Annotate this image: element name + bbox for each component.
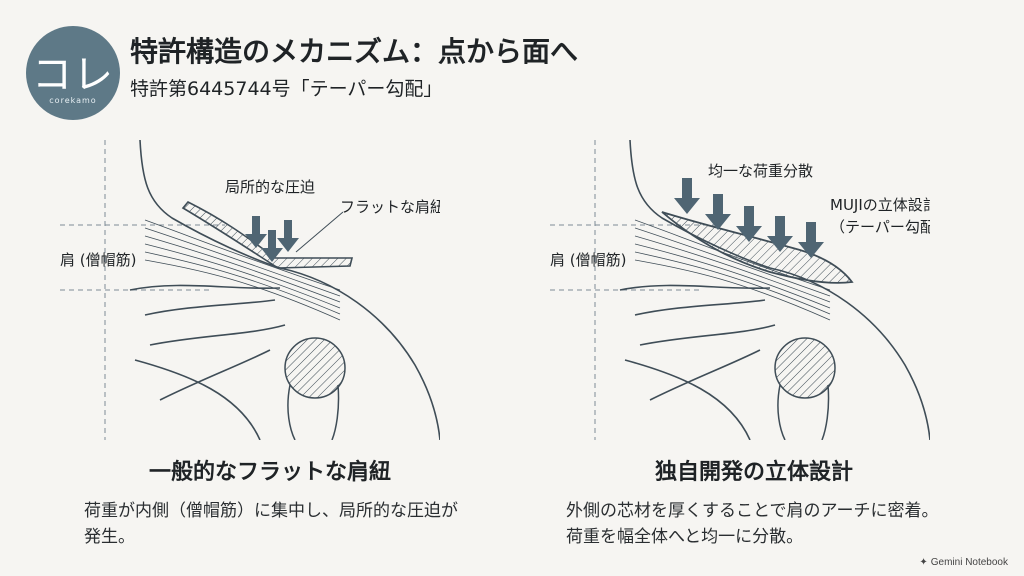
label-even-load: 均一な荷重分散 <box>708 162 813 180</box>
label-taper-gradient: （テーパー勾配） <box>830 218 930 236</box>
label-local-pressure: 局所的な圧迫 <box>225 178 315 196</box>
watermark-text: Gemini Notebook <box>930 557 1008 568</box>
watermark: ✦Gemini Notebook <box>919 557 1008 568</box>
left-panel-description: 荷重が内側（僧帽筋）に集中し、局所的な圧迫が発生。 <box>84 501 458 547</box>
label-muji-design: MUJIの立体設計 <box>830 196 930 214</box>
distributed-arrows <box>674 178 824 258</box>
shoulder-outline <box>619 140 930 440</box>
flat-strap-shape <box>181 201 354 269</box>
pressure-arrows <box>245 216 299 262</box>
humerus-head <box>774 337 836 399</box>
diagram-flat-strap: 局所的な圧迫 フラットな肩紐 肩 (僧帽筋) <box>40 140 440 440</box>
right-panel-description: 外側の芯材を厚くすることで肩のアーチに密着。荷重を幅全体へと均一に分散。 <box>566 501 939 547</box>
logo-text: コレ <box>32 52 114 98</box>
page-title: 特許構造のメカニズム：点から面へ <box>130 35 579 68</box>
label-shoulder: 肩 (僧帽筋) <box>60 251 136 269</box>
label-flat-strap: フラットな肩紐 <box>340 198 440 216</box>
sparkle-icon: ✦ <box>919 557 928 568</box>
guide-lines <box>60 140 225 440</box>
logo-subtext: corekamo <box>49 96 97 105</box>
page-subtitle: 特許第6445744号「テーパー勾配」 <box>130 78 443 100</box>
label-shoulder: 肩 (僧帽筋) <box>550 251 626 269</box>
tapered-strap-shape <box>661 211 854 284</box>
muscle-fibres <box>144 219 341 321</box>
diagram-tapered-strap: 均一な荷重分散 MUJIの立体設計 （テーパー勾配） 肩 (僧帽筋) <box>530 140 930 440</box>
right-panel-heading: 独自開発の立体設計 <box>654 460 853 485</box>
left-panel-heading: 一般的なフラットな肩紐 <box>148 460 391 485</box>
humerus-head <box>284 337 346 399</box>
brand-logo: コレ corekamo <box>26 26 120 120</box>
